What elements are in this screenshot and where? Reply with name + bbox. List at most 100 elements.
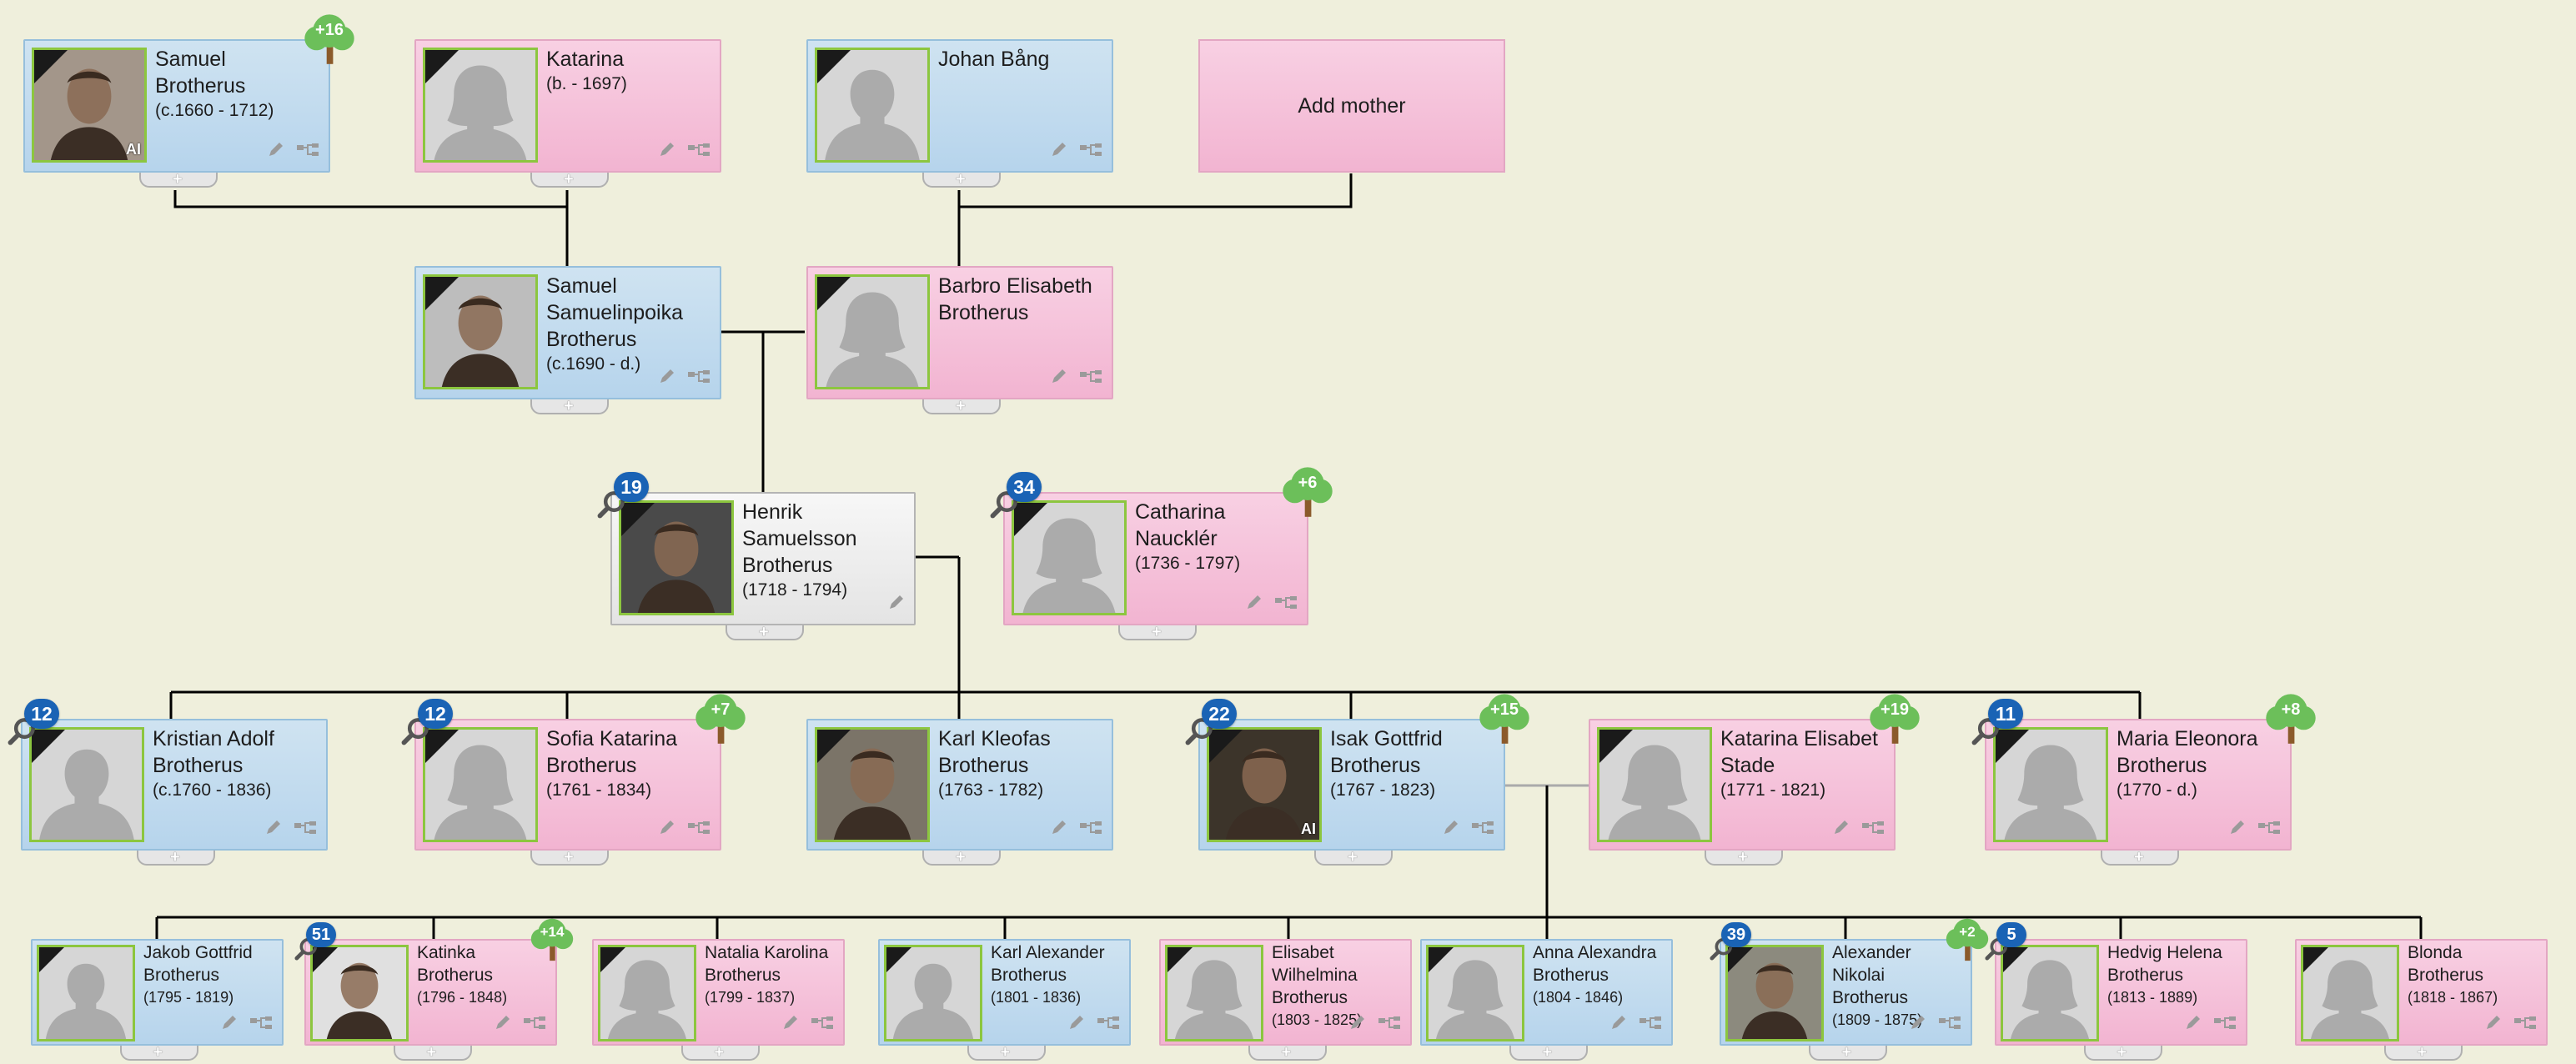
edit-pencil-icon[interactable] (1909, 1013, 1927, 1036)
person-card-anna[interactable]: Anna Alexandra Brotherus(1804 - 1846)+ (1420, 939, 1673, 1061)
expand-tab[interactable]: + (530, 849, 609, 866)
person-card-elisabet[interactable]: Elisabet Wilhelmina Brotherus(1803 - 182… (1159, 939, 1412, 1061)
placeholder-photo[interactable] (815, 274, 930, 389)
person-card-katarina-stade[interactable]: Katarina Elisabet Stade(1771 - 1821)++19 (1589, 694, 1920, 866)
edit-pencil-icon[interactable] (2184, 1013, 2202, 1036)
record-matches-badge[interactable]: 5 (1996, 922, 2026, 947)
person-card-karl-kleofas[interactable]: Karl Kleofas Brotherus(1763 - 1782)+ (806, 719, 1113, 866)
placeholder-photo[interactable] (423, 48, 538, 163)
edit-pencil-icon[interactable] (1050, 367, 1068, 389)
edit-pencil-icon[interactable] (658, 140, 676, 163)
add-mother-button[interactable]: Add mother (1198, 39, 1505, 173)
record-matches-badge[interactable]: 39 (1721, 922, 1751, 947)
placeholder-photo[interactable] (423, 727, 538, 842)
person-card-hedvig[interactable]: Hedvig Helena Brotherus(1813 - 1889)+5 (1985, 922, 2247, 1061)
portrait-photo[interactable] (310, 945, 409, 1041)
relations-icon[interactable] (1470, 820, 1495, 841)
person-card-catharina[interactable]: Catharina Naucklér(1736 - 1797)+34+6 (990, 467, 1333, 640)
relations-icon[interactable] (295, 142, 320, 163)
person-card-alexander[interactable]: Alexander Nikolai Brotherus(1809 - 1875)… (1710, 918, 1989, 1061)
edit-pencil-icon[interactable] (264, 818, 283, 841)
edit-pencil-icon[interactable] (1832, 818, 1850, 841)
relations-icon[interactable] (249, 1015, 274, 1036)
person-card-natalia[interactable]: Natalia Karolina Brotherus(1799 - 1837)+ (592, 939, 845, 1061)
search-records-icon[interactable] (990, 490, 1018, 523)
relations-icon[interactable] (686, 820, 711, 841)
expand-tab[interactable]: + (1808, 1044, 1887, 1061)
person-card-jakob[interactable]: Jakob Gottfrid Brotherus(1795 - 1819)+ (31, 939, 284, 1061)
tree-matches-icon[interactable]: +15 (1477, 690, 1532, 745)
expand-tab[interactable]: + (393, 1044, 472, 1061)
expand-tab[interactable]: + (2383, 1044, 2463, 1061)
expand-tab[interactable]: + (922, 849, 1001, 866)
expand-tab[interactable]: + (137, 849, 215, 866)
expand-tab[interactable]: + (1705, 849, 1783, 866)
portrait-photo[interactable] (423, 274, 538, 389)
tree-matches-icon[interactable]: +6 (1280, 464, 1335, 519)
edit-pencil-icon[interactable] (494, 1013, 512, 1036)
person-card-sofia[interactable]: Sofia Katarina Brotherus(1761 - 1834)+12… (401, 694, 746, 866)
expand-tab[interactable]: + (530, 171, 609, 188)
relations-icon[interactable] (2513, 1015, 2538, 1036)
placeholder-photo[interactable] (1165, 945, 1263, 1041)
placeholder-photo[interactable] (1597, 727, 1712, 842)
relations-icon[interactable] (1638, 1015, 1663, 1036)
placeholder-photo[interactable] (1993, 727, 2108, 842)
tree-matches-icon[interactable]: +7 (693, 690, 748, 745)
tree-matches-icon[interactable]: +8 (2263, 690, 2318, 745)
record-matches-badge[interactable]: 34 (1007, 472, 1042, 502)
edit-pencil-icon[interactable] (220, 1013, 239, 1036)
record-matches-badge[interactable]: 12 (24, 699, 59, 729)
person-card-samuel-jr[interactable]: Samuel Samuelinpoika Brotherus(c.1690 - … (414, 266, 721, 414)
edit-pencil-icon[interactable] (1245, 593, 1263, 615)
edit-pencil-icon[interactable] (2484, 1013, 2503, 1036)
person-card-katinka[interactable]: Katinka Brotherus(1796 - 1848)+51+14 (294, 918, 574, 1061)
placeholder-photo[interactable] (815, 48, 930, 163)
person-card-kristian[interactable]: Kristian Adolf Brotherus(c.1760 - 1836)+… (8, 699, 328, 866)
tree-matches-icon[interactable]: +16 (302, 11, 357, 66)
edit-pencil-icon[interactable] (1067, 1013, 1086, 1036)
relations-icon[interactable] (1078, 142, 1103, 163)
edit-pencil-icon[interactable] (1050, 140, 1068, 163)
expand-tab[interactable]: + (967, 1044, 1046, 1061)
edit-pencil-icon[interactable] (658, 818, 676, 841)
tree-matches-icon[interactable]: +19 (1867, 690, 1922, 745)
person-card-maria[interactable]: Maria Eleonora Brotherus(1770 - d.)+11+8 (1971, 694, 2316, 866)
edit-pencil-icon[interactable] (1348, 1013, 1367, 1036)
expand-tab[interactable]: + (139, 171, 218, 188)
relations-icon[interactable] (1078, 369, 1103, 389)
edit-pencil-icon[interactable] (781, 1013, 800, 1036)
expand-tab[interactable]: + (2083, 1044, 2162, 1061)
expand-tab[interactable]: + (119, 1044, 198, 1061)
person-card-henrik[interactable]: Henrik Samuelsson Brotherus(1718 - 1794)… (597, 472, 916, 640)
edit-pencil-icon[interactable] (267, 140, 285, 163)
relations-icon[interactable] (810, 1015, 835, 1036)
expand-tab[interactable]: + (922, 171, 1001, 188)
search-records-icon[interactable] (597, 490, 625, 523)
relations-icon[interactable] (686, 369, 711, 389)
placeholder-photo[interactable] (2301, 945, 2399, 1041)
relations-icon[interactable] (1937, 1015, 1962, 1036)
person-card-barbro[interactable]: Barbro Elisabeth Brotherus+ (806, 266, 1113, 414)
record-matches-badge[interactable]: 12 (418, 699, 453, 729)
expand-tab[interactable]: + (680, 1044, 760, 1061)
relations-icon[interactable] (1860, 820, 1886, 841)
record-matches-badge[interactable]: 11 (1988, 699, 2023, 729)
expand-tab[interactable]: + (1314, 849, 1393, 866)
edit-pencil-icon[interactable] (1609, 1013, 1628, 1036)
tree-matches-icon[interactable]: +2 (1944, 916, 1991, 962)
tree-matches-icon[interactable]: +14 (529, 916, 575, 962)
search-records-icon[interactable] (401, 717, 429, 750)
placeholder-photo[interactable] (1426, 945, 1524, 1041)
search-records-icon[interactable] (1185, 717, 1213, 750)
placeholder-photo[interactable] (884, 945, 982, 1041)
portrait-photo[interactable] (619, 500, 734, 615)
relations-icon[interactable] (293, 820, 318, 841)
relations-icon[interactable] (1096, 1015, 1121, 1036)
expand-tab[interactable]: + (1509, 1044, 1588, 1061)
expand-tab[interactable]: + (922, 398, 1001, 414)
record-matches-badge[interactable]: 19 (614, 472, 649, 502)
placeholder-photo[interactable] (29, 727, 144, 842)
